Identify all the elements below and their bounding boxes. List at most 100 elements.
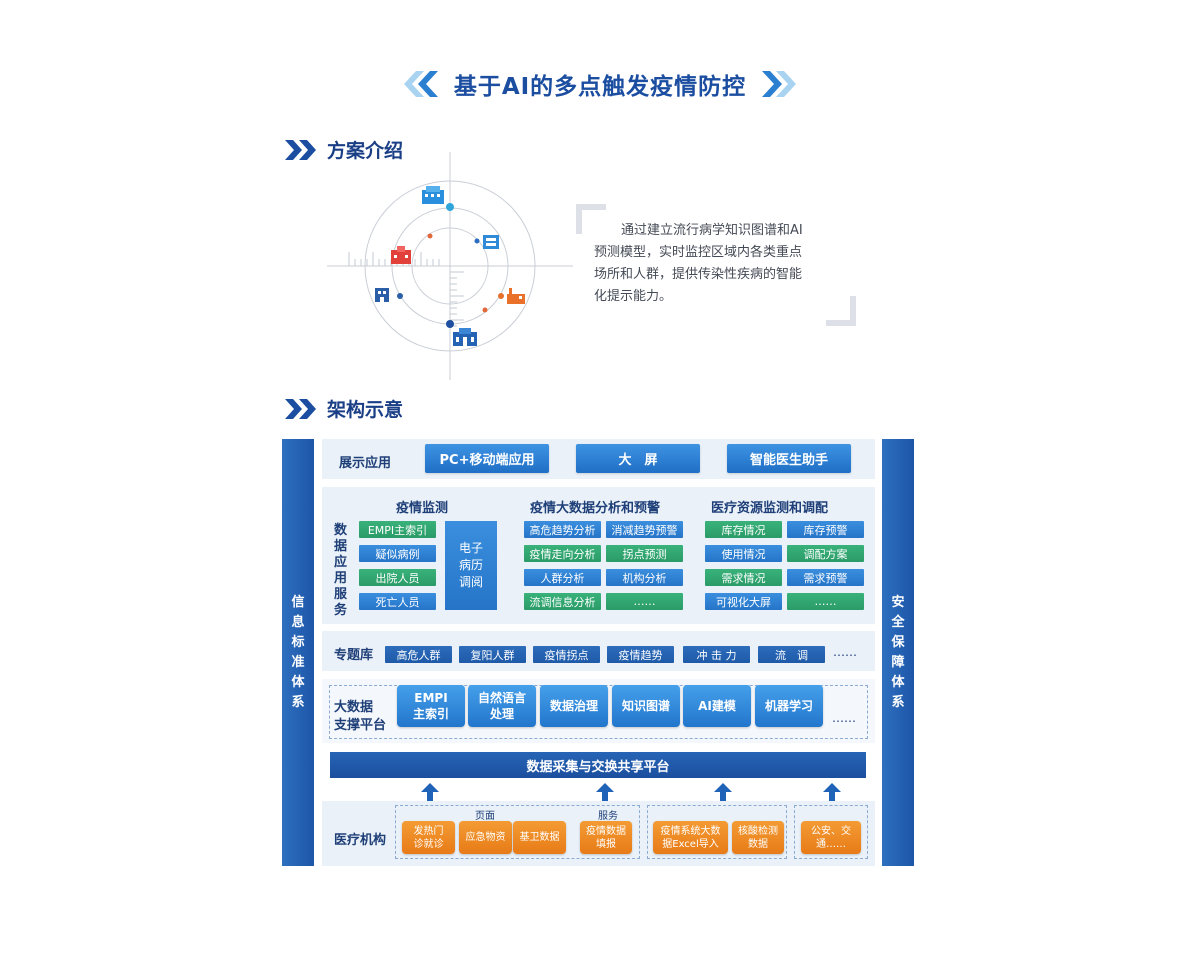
institutions-group-3 <box>794 805 868 859</box>
monitor-item: 出院人员 <box>359 569 436 586</box>
institutions-band: 医疗机构 页面 服务 发热门诊就诊 应急物资 基卫数据 疫情数据填报 疫情系统大… <box>322 801 875 866</box>
intro-line: 通过建立流行病学知识图谱和AI <box>621 223 803 238</box>
analysis-item: 拐点预测 <box>606 545 683 562</box>
institution-item: 疫情数据填报 <box>580 821 632 854</box>
clinic-icon <box>453 328 477 346</box>
side-bar-char: 保 <box>891 634 905 650</box>
page-title: 基于AI的多点触发疫情防控 <box>453 74 747 100</box>
resource-item: 需求情况 <box>705 569 782 586</box>
platform-tile-ml: 机器学习 <box>755 685 823 727</box>
section-intro-title: 方案介绍 <box>327 140 404 162</box>
side-bar-char: 障 <box>891 654 905 670</box>
topic-band: 专题库 高危人群 复阳人群 疫情拐点 疫情趋势 冲 击 力 流 调 …… <box>322 631 875 671</box>
side-bar-char: 系 <box>291 694 305 710</box>
intro-line: 场所和人群，提供传染性疾病的智能 <box>594 267 803 282</box>
left-bar-info-standard: 信息标准体系 <box>282 439 314 866</box>
monitor-item: EMPI主索引 <box>359 521 436 538</box>
architecture-diagram: 信息标准体系 安全保障体系 展示应用 PC+移动端应用 大 屏 智能医生助手 数… <box>282 439 915 867</box>
arrow-up-icon <box>596 783 614 801</box>
institution-item: 应急物资 <box>459 821 512 854</box>
arrow-up-icon <box>823 783 841 801</box>
institution-item: 公安、交通…… <box>801 821 861 854</box>
topic-label: 专题库 <box>334 648 374 663</box>
institutions-group-2 <box>647 805 787 859</box>
institution-item: 发热门诊就诊 <box>402 821 455 854</box>
side-bar-char: 信 <box>291 594 305 610</box>
exchange-platform-bar: 数据采集与交换共享平台 <box>330 752 866 778</box>
side-bar-char: 系 <box>891 694 905 710</box>
resource-item: …… <box>787 593 864 610</box>
right-bar-security: 安全保障体系 <box>882 439 914 866</box>
page-sublabel: 页面 <box>475 811 495 822</box>
arrow-up-icon <box>714 783 732 801</box>
platform-tile-empi: EMPI主索引 <box>397 685 465 727</box>
topic-item: 流 调 <box>758 646 825 663</box>
institution-item: 疫情系统大数据Excel导入 <box>653 821 728 854</box>
data-app-band: 数据应用服务 疫情监测 EMPI主索引 疑似病例 出院人员 死亡人员 电子病历调… <box>322 487 875 624</box>
analysis-item: 人群分析 <box>524 569 601 586</box>
resource-item: 需求预警 <box>787 569 864 586</box>
resource-item: 库存情况 <box>705 521 782 538</box>
monitor-title: 疫情监测 <box>396 501 449 516</box>
radar-illustration <box>327 152 573 380</box>
side-bar-char: 息 <box>291 614 305 630</box>
analysis-item: 消减趋势预警 <box>606 521 683 538</box>
institutions-label: 医疗机构 <box>334 833 387 848</box>
resource-item: 库存预警 <box>787 521 864 538</box>
platform-tile-ai-modeling: AI建模 <box>683 685 751 727</box>
platform-band: 大数据 支撑平台 EMPI主索引 自然语言处理 数据治理 知识图谱 AI建模 机… <box>322 679 875 743</box>
analysis-item: 疫情走向分析 <box>524 545 601 562</box>
emr-review-block: 电子病历调阅 <box>445 521 497 610</box>
section-architecture-title: 架构示意 <box>327 399 404 421</box>
institution-item: 基卫数据 <box>513 821 566 854</box>
resource-item: 可视化大屏 <box>705 593 782 610</box>
main-title: 基于AI的多点触发疫情防控 <box>0 62 1200 106</box>
quote-corner-open <box>576 204 606 234</box>
resource-item: 调配方案 <box>787 545 864 562</box>
intro-quote: 通过建立流行病学知识图谱和AI 预测模型，实时监控区域内各类重点 场所和人群，提… <box>576 204 856 326</box>
intro-line: 预测模型，实时监控区域内各类重点 <box>594 245 803 260</box>
topic-item: 冲 击 力 <box>683 646 750 663</box>
side-bar-char: 准 <box>291 654 305 670</box>
chevron-right-icon <box>762 71 797 97</box>
section-architecture: 架构示意 <box>285 395 403 422</box>
analysis-item: 流调信息分析 <box>524 593 601 610</box>
pc-mobile-app-button: PC+移动端应用 <box>425 444 549 473</box>
red-hospital-icon <box>391 246 411 264</box>
topic-more: …… <box>833 645 857 659</box>
institution-item: 核酸检测数据 <box>732 821 784 854</box>
analysis-item: …… <box>606 593 683 610</box>
topic-item: 疫情趋势 <box>607 646 674 663</box>
topic-item: 复阳人群 <box>459 646 526 663</box>
quote-corner-close <box>826 296 856 326</box>
resource-item: 使用情况 <box>705 545 782 562</box>
service-sublabel: 服务 <box>598 811 618 822</box>
chevron-left-icon <box>403 71 438 97</box>
topic-item: 高危人群 <box>385 646 452 663</box>
side-bar-char: 全 <box>891 614 905 630</box>
side-bar-char: 安 <box>891 594 905 610</box>
platform-more: …… <box>832 711 856 725</box>
platform-label-2: 支撑平台 <box>334 718 387 733</box>
big-screen-button: 大 屏 <box>576 444 700 473</box>
section-intro: 方案介绍 <box>285 136 403 163</box>
analysis-item: 高危趋势分析 <box>524 521 601 538</box>
intro-text: 通过建立流行病学知识图谱和AI 预测模型，实时监控区域内各类重点 场所和人群，提… <box>594 220 840 308</box>
institutions-group-1 <box>395 805 640 859</box>
side-bar-char: 标 <box>291 634 305 650</box>
building-icon <box>483 235 499 249</box>
analysis-item: 机构分析 <box>606 569 683 586</box>
display-band: 展示应用 PC+移动端应用 大 屏 智能医生助手 <box>322 439 875 479</box>
factory-icon <box>507 288 525 304</box>
doctor-assistant-button: 智能医生助手 <box>727 444 851 473</box>
double-chevron-icon <box>285 139 316 160</box>
intro-line: 化提示能力。 <box>594 289 673 304</box>
school-icon <box>375 288 389 302</box>
side-bar-char: 体 <box>891 674 905 690</box>
topic-item: 疫情拐点 <box>533 646 600 663</box>
platform-tile-knowledge-graph: 知识图谱 <box>612 685 680 727</box>
analysis-title: 疫情大数据分析和预警 <box>530 501 661 516</box>
data-app-label: 数据应用服务 <box>334 523 348 618</box>
display-label: 展示应用 <box>339 456 392 471</box>
platform-tile-governance: 数据治理 <box>540 685 608 727</box>
